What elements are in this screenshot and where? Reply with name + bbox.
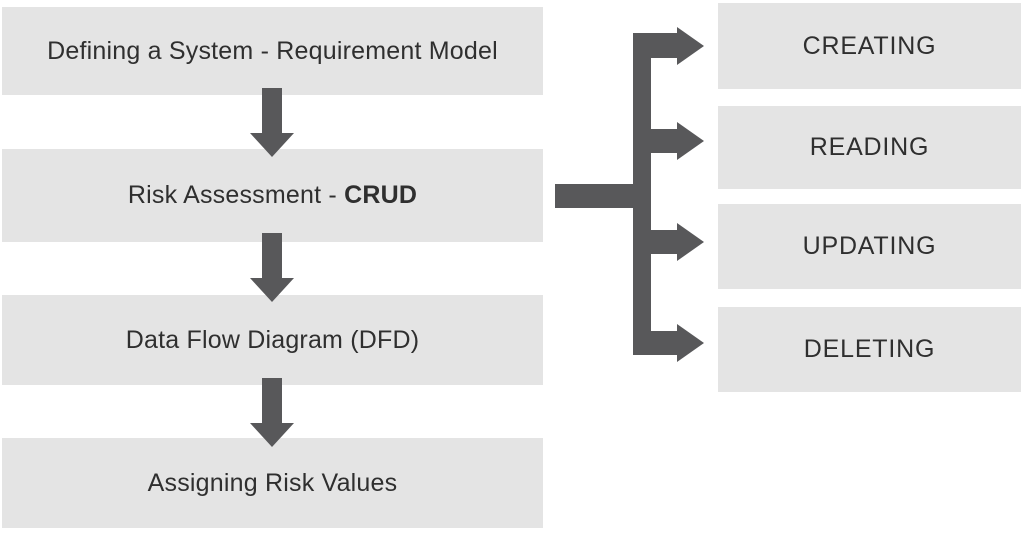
flow-step-label: Assigning Risk Values — [147, 468, 398, 497]
down-arrow-icon — [250, 378, 294, 447]
flow-step-box-risk-assessment: Risk Assessment - CRUD — [2, 149, 543, 242]
crud-box-updating: UPDATING — [718, 204, 1021, 289]
crud-box-label: UPDATING — [802, 232, 937, 260]
flow-step-label: Data Flow Diagram (DFD) — [125, 325, 420, 354]
crud-box-reading: READING — [718, 106, 1021, 189]
crud-bold-text: CRUD — [344, 181, 418, 209]
crud-box-creating: CREATING — [718, 3, 1021, 89]
crud-box-label: READING — [809, 133, 930, 161]
flow-step-box-requirement-model: Defining a System - Requirement Model — [2, 7, 543, 95]
flow-step-label: Risk Assessment - CRUD — [127, 181, 418, 209]
flow-step-box-dfd: Data Flow Diagram (DFD) — [2, 295, 543, 385]
down-arrow-icon — [250, 233, 294, 302]
crud-branch-connector-icon — [555, 27, 704, 362]
flow-step-box-risk-values: Assigning Risk Values — [2, 438, 543, 528]
flow-step-label: Defining a System - Requirement Model — [47, 36, 498, 65]
crud-box-deleting: DELETING — [718, 307, 1021, 392]
crud-box-label: CREATING — [802, 31, 937, 60]
down-arrow-icon — [250, 88, 294, 157]
crud-box-label: DELETING — [803, 335, 936, 363]
